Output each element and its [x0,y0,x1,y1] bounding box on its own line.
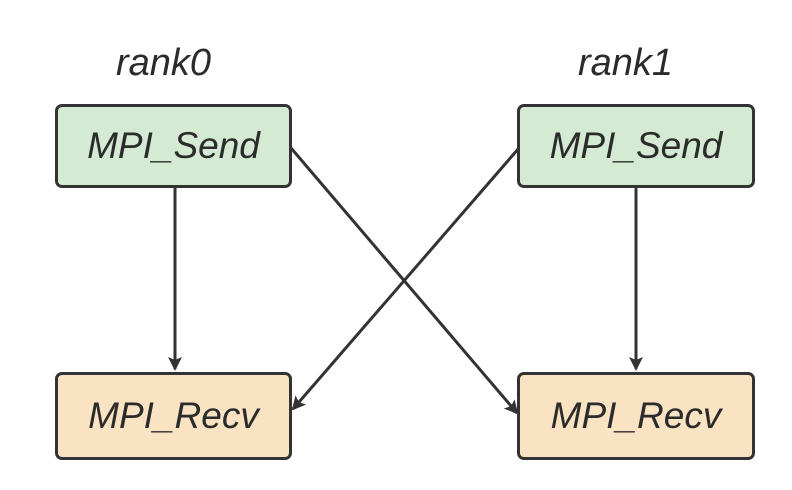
rank1-label: rank1 [578,42,674,84]
rank1-recv-node: MPI_Recv [517,372,755,460]
rank0-recv-node: MPI_Recv [55,372,292,460]
rank0-send-label: MPI_Send [87,125,260,166]
rank1-recv-label: MPI_Recv [550,395,722,436]
rank1-send-label: MPI_Send [549,125,723,166]
rank0-recv-label: MPI_Recv [88,395,259,436]
rank0-send-node: MPI_Send [55,104,292,188]
rank0-label: rank0 [116,42,212,84]
edge-rank1-send-to-rank0-recv [291,147,521,411]
rank1-send-node: MPI_Send [517,104,755,188]
